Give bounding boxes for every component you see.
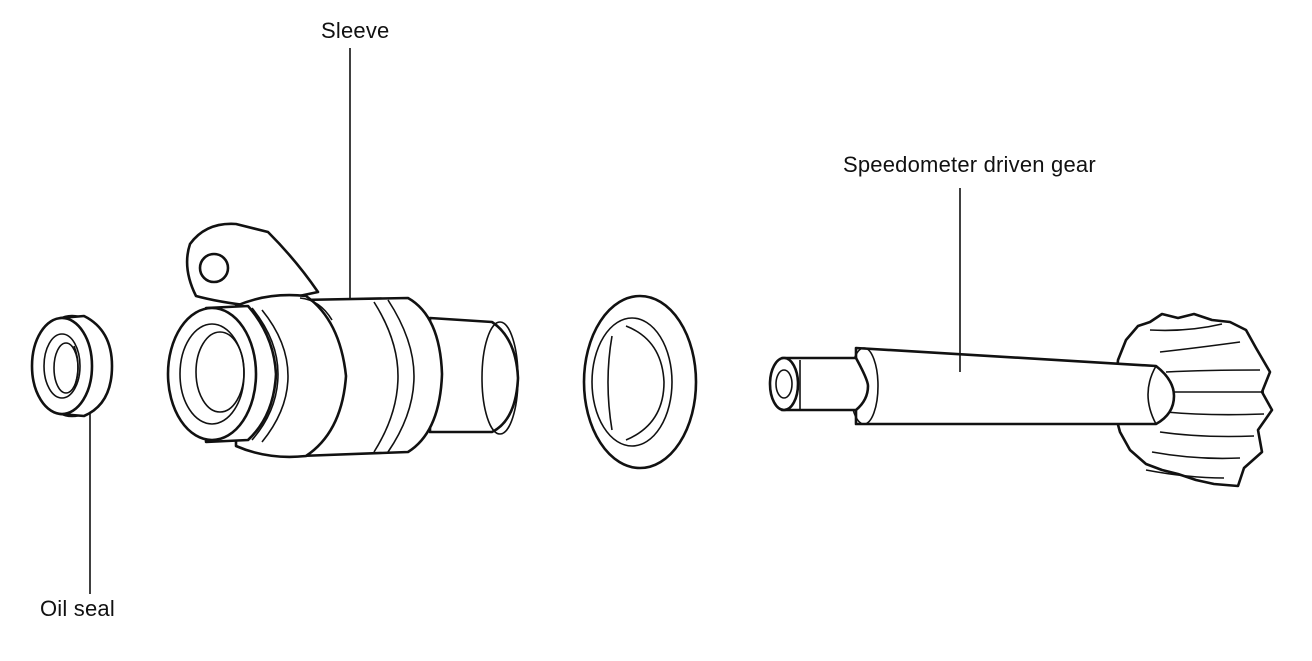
oil-seal-label: Oil seal <box>40 596 115 621</box>
sleeve-label: Sleeve <box>321 18 390 43</box>
sleeve-part <box>166 222 520 459</box>
oil-seal-part <box>30 314 114 418</box>
driven-gear-part <box>768 312 1274 488</box>
washer-part <box>582 294 698 470</box>
speedometer-driven-gear-label: Speedometer driven gear <box>843 152 1096 177</box>
